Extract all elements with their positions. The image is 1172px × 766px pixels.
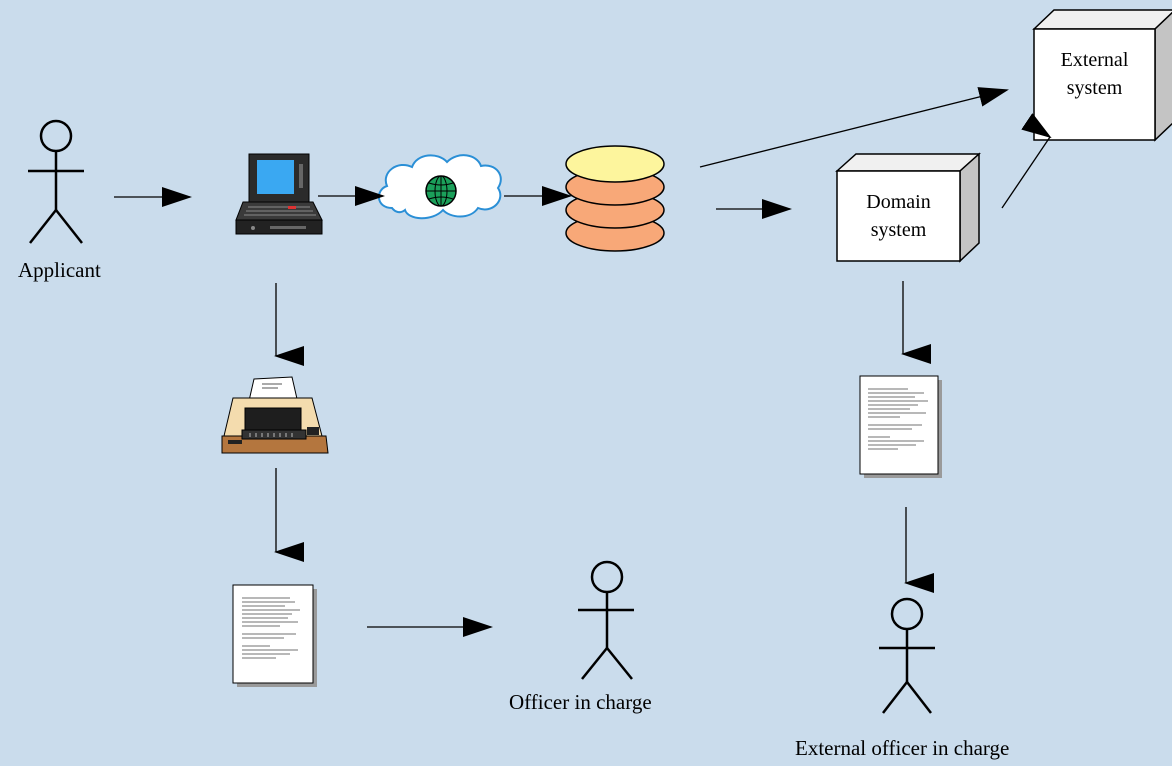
external-system-label: External system [1034, 46, 1155, 102]
applicant-figure-icon [28, 119, 84, 244]
document-icon [232, 584, 317, 687]
database-icon [565, 145, 665, 252]
laptop-icon [235, 153, 323, 235]
domain-system-label: Domain system [837, 188, 960, 244]
domain-system-box [835, 152, 981, 263]
arrow-database-to-external [699, 87, 1009, 168]
external-officer-label: External officer in charge [795, 736, 1010, 760]
officer-figure-icon [578, 560, 634, 680]
printer-icon [221, 376, 329, 454]
external-officer-figure-icon [879, 597, 935, 714]
document-icon [859, 375, 942, 478]
officer-label: Officer in charge [509, 690, 652, 714]
cloud-globe-icon [378, 154, 502, 220]
external-system-label-line-2: system [1066, 77, 1123, 99]
applicant-label: Applicant [18, 258, 101, 282]
domain-system-label-line-2: system [870, 219, 927, 241]
arrow-domain-to-external [1001, 113, 1052, 209]
external-system-box [1032, 9, 1172, 142]
external-system-label-line-1: External [1060, 49, 1129, 71]
domain-system-label-line-1: Domain [866, 191, 931, 213]
